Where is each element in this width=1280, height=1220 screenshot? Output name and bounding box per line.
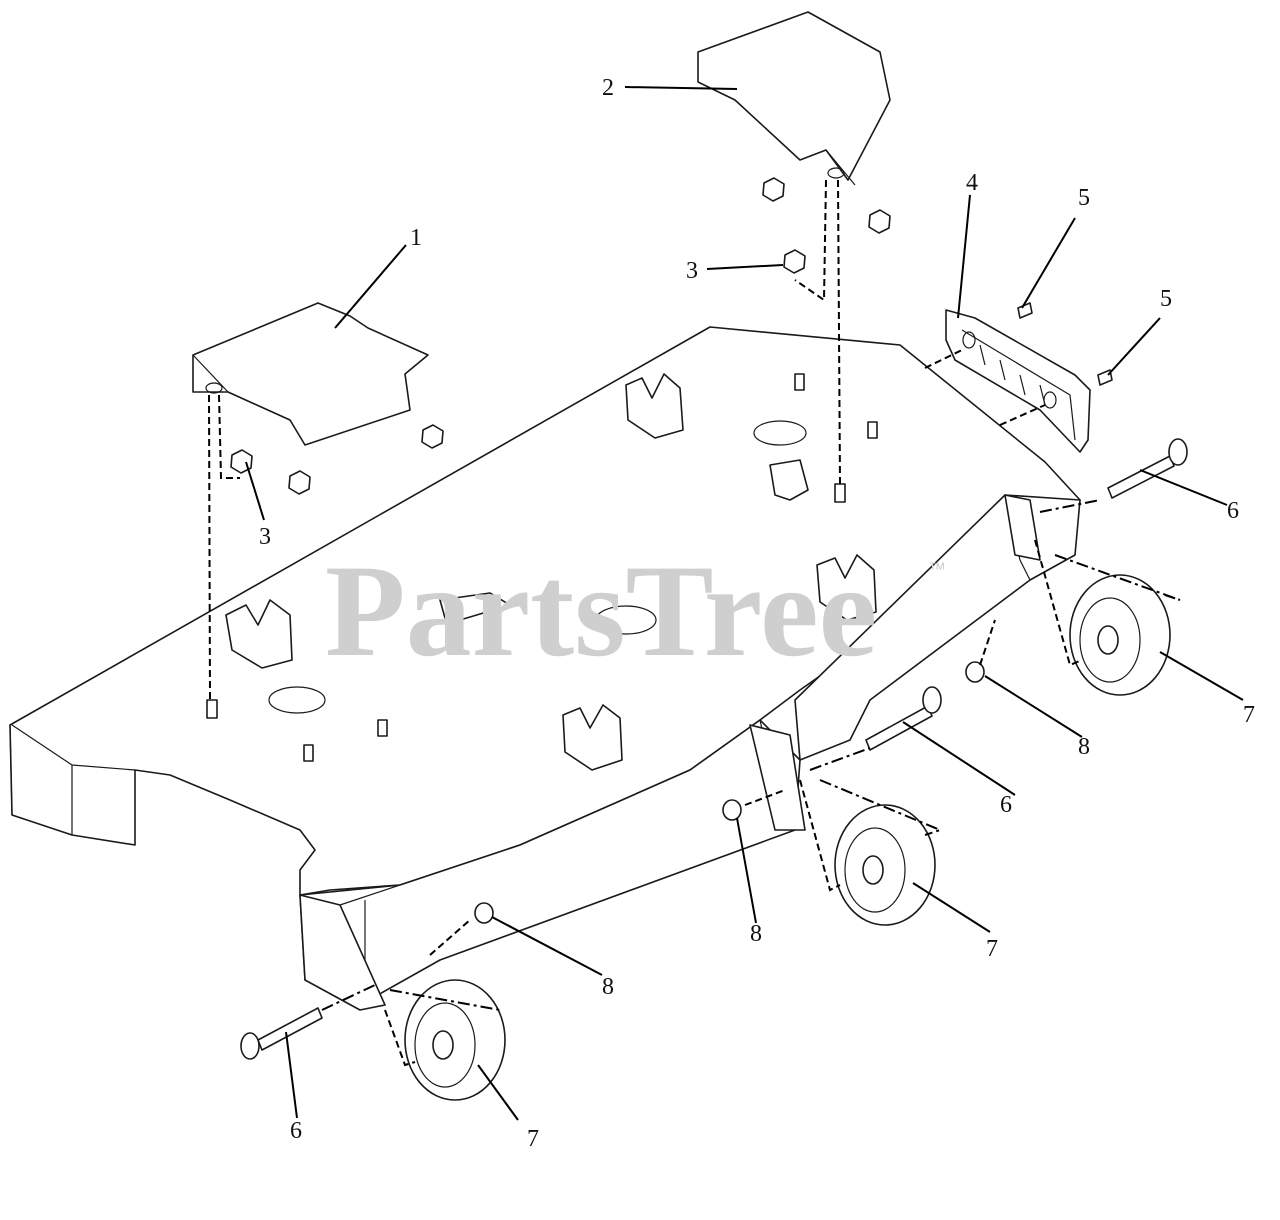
callout-8-right: 8 xyxy=(1078,734,1090,760)
callout-7-middle: 7 xyxy=(986,936,998,962)
screws xyxy=(1017,302,1113,386)
callout-5-top: 5 xyxy=(1078,185,1090,211)
callout-4: 4 xyxy=(966,170,978,196)
callout-2: 2 xyxy=(602,75,614,101)
watermark-trademark: ™ xyxy=(928,559,946,579)
belt-cover-right xyxy=(697,11,891,186)
callout-labels: 1 2 3 3 4 5 5 6 6 6 7 7 7 8 8 8 xyxy=(259,75,1255,1152)
callout-3-right: 3 xyxy=(686,258,698,284)
axle-bolts xyxy=(240,438,1188,1060)
callout-1: 1 xyxy=(410,225,422,251)
bumper-plate xyxy=(945,309,1091,453)
spacers xyxy=(474,661,985,924)
callout-6-middle: 6 xyxy=(1000,792,1012,818)
belt-cover-left xyxy=(192,302,429,446)
leader-lines xyxy=(245,86,1244,1121)
callout-3-left: 3 xyxy=(259,524,271,550)
watermark: PartsTree ™ xyxy=(325,537,946,684)
watermark-text: PartsTree xyxy=(325,537,877,684)
callout-6-right: 6 xyxy=(1227,498,1239,524)
callout-8-left: 8 xyxy=(602,974,614,1000)
wheels xyxy=(404,574,1171,1101)
callout-5-bottom: 5 xyxy=(1160,286,1172,312)
assembly-lines xyxy=(208,179,1181,1067)
callout-8-middle: 8 xyxy=(750,921,762,947)
callout-6-left: 6 xyxy=(290,1118,302,1144)
callout-7-right: 7 xyxy=(1243,702,1255,728)
callout-7-left: 7 xyxy=(527,1126,539,1152)
mower-deck xyxy=(9,326,1081,1011)
hex-nuts xyxy=(230,177,891,495)
